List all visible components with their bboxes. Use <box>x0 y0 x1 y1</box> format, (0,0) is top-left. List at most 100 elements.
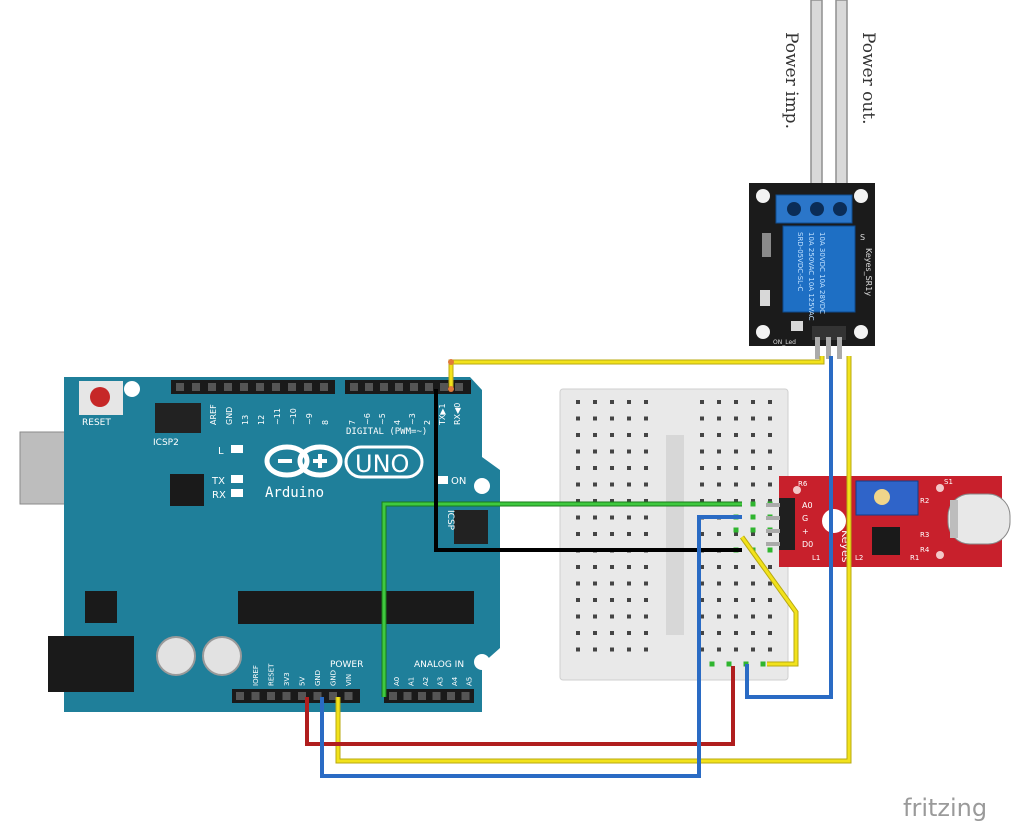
breadboard-hole <box>610 614 614 619</box>
breadboard-hole <box>627 400 631 404</box>
breadboard-hole <box>717 466 721 470</box>
breadboard-hole <box>751 598 755 602</box>
breadboard-hole <box>734 482 738 487</box>
breadboard-hole <box>593 565 597 569</box>
breadboard-hole <box>717 532 721 536</box>
arduino-logo: UNO Arduino <box>264 444 424 501</box>
digital-pin-label: 8 <box>321 420 330 425</box>
breadboard-hole <box>593 466 597 470</box>
analog-pin-label: A2 <box>422 677 430 686</box>
breadboard-hole <box>751 647 755 652</box>
mic-part-label: R3 <box>920 531 929 539</box>
header-pin <box>329 692 337 700</box>
breadboard-hole <box>610 433 614 437</box>
breadboard-hole <box>610 631 614 635</box>
breadboard-hole <box>610 466 614 470</box>
header-pin <box>403 692 412 700</box>
breadboard-hole <box>593 598 597 602</box>
breadboard-hole <box>768 433 772 437</box>
breadboard-hole <box>627 515 631 520</box>
breadboard-hole <box>576 449 580 454</box>
digital-pin-label: ~5 <box>378 413 387 425</box>
header-pin <box>298 692 306 700</box>
breadboard-hole <box>717 614 721 619</box>
header-pin <box>288 383 296 391</box>
breadboard-hole <box>644 433 648 437</box>
digital-pin-label: TX▶1 <box>438 403 447 426</box>
breadboard-hole <box>593 416 597 421</box>
digital-pin-label: AREF <box>209 404 218 425</box>
breadboard-hole <box>644 565 648 569</box>
power-in-label: Power imp. <box>781 32 801 129</box>
breadboard-hole <box>717 416 721 421</box>
breadboard-hole <box>627 466 631 470</box>
breadboard-hole-active <box>709 661 715 667</box>
header-pin <box>192 383 200 391</box>
breadboard-hole <box>700 614 704 619</box>
header-pin <box>432 692 441 700</box>
breadboard-hole <box>751 499 755 503</box>
breadboard-hole <box>610 400 614 404</box>
breadboard-hole <box>734 647 738 652</box>
mic-part-label: L2 <box>855 554 863 562</box>
analog-label: ANALOG IN <box>414 660 464 670</box>
breadboard-hole <box>627 482 631 487</box>
breadboard-hole <box>627 614 631 619</box>
header-pin <box>440 383 448 391</box>
breadboard-hole <box>644 416 648 421</box>
breadboard-hole <box>700 400 704 404</box>
analog-pin-label: A4 <box>451 676 459 686</box>
breadboard-hole <box>644 449 648 454</box>
breadboard-hole <box>644 466 648 470</box>
header-pin <box>365 383 373 391</box>
brand-label: Arduino <box>265 485 324 501</box>
analog-pin-label: A0 <box>393 677 401 686</box>
power-out-label: Power out. <box>858 32 878 125</box>
breadboard-hole <box>627 532 631 536</box>
breadboard-hole <box>627 499 631 503</box>
digital-label: DIGITAL (PWM=~) <box>346 427 427 437</box>
header-pin <box>418 692 426 700</box>
reset-label: RESET <box>82 418 111 428</box>
breadboard-hole <box>700 565 704 569</box>
breadboard-hole <box>593 400 597 404</box>
breadboard-hole <box>627 565 631 569</box>
breadboard-hole <box>644 482 648 487</box>
breadboard-hole <box>751 614 755 619</box>
breadboard-hole <box>644 647 648 652</box>
breadboard-hole <box>610 581 614 586</box>
header-pin <box>267 692 275 700</box>
header-pin <box>251 692 260 700</box>
breadboard-hole <box>717 647 721 652</box>
power-pin-label: VIN <box>345 674 353 686</box>
header-pin <box>272 383 280 391</box>
relay-led-label: ON_Led <box>773 339 796 346</box>
breadboard-hole <box>768 400 772 404</box>
breadboard-hole <box>768 499 772 503</box>
digital-pin-label: 12 <box>257 415 266 425</box>
digital-pin-label: GND <box>225 407 234 425</box>
breadboard-hole <box>576 499 580 503</box>
mic-pin-label: A0 <box>802 501 813 510</box>
relay-coil-text-3: 10A 30VDC 10A 28VDC <box>818 232 826 314</box>
breadboard-hole-active <box>750 501 756 507</box>
breadboard-hole <box>734 416 738 421</box>
breadboard-hole <box>627 416 631 421</box>
breadboard-hole-active <box>726 661 732 667</box>
breadboard-hole <box>610 482 614 487</box>
breadboard-hole <box>751 433 755 437</box>
breadboard-hole <box>700 466 704 470</box>
breadboard-hole <box>734 598 738 602</box>
digital-pin-label: RX◀0 <box>453 403 462 425</box>
header-pin <box>425 383 433 391</box>
mic-pin-label: D0 <box>802 540 813 549</box>
wire-red <box>305 666 735 746</box>
breadboard-hole <box>700 581 704 586</box>
breadboard-hole <box>700 598 704 602</box>
breadboard-hole <box>576 565 580 569</box>
mic-pin-labels: A0G+D0 <box>802 501 813 549</box>
header-pin <box>256 383 264 391</box>
breadboard-hole <box>700 647 704 652</box>
